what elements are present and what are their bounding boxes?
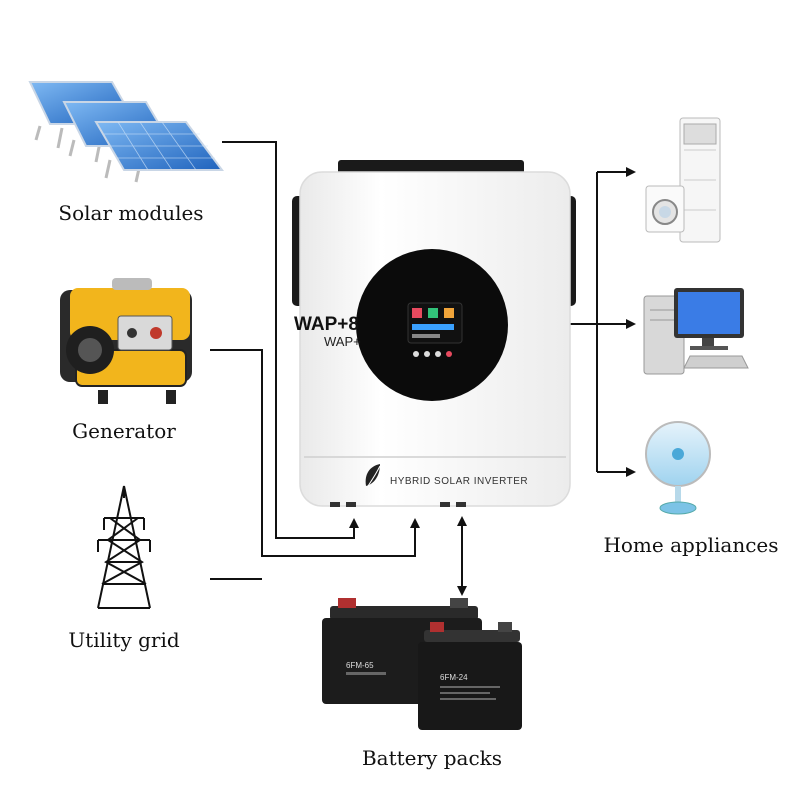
battery-model-1: 6FM-65: [346, 661, 374, 670]
leaf-logo-icon: [365, 464, 381, 487]
generator-line: [210, 349, 420, 557]
electric-fan-icon: [645, 421, 711, 515]
lcd-display-icon: [407, 302, 463, 357]
solar-line: [222, 141, 359, 539]
transmission-tower-icon: [97, 485, 151, 609]
source-label-grid: Utility grid: [68, 628, 180, 652]
outputs-label: Home appliances: [603, 533, 778, 557]
solar-panel-icon: [28, 81, 224, 183]
battery-label: Battery packs: [362, 746, 502, 770]
desktop-computer-icon: [643, 288, 749, 375]
inverter-model-sub: WAP+: [324, 334, 361, 349]
washing-machine-icon: [645, 185, 685, 233]
inverter-panel-text: HYBRID SOLAR INVERTER: [390, 476, 528, 487]
generator-icon: [60, 278, 192, 404]
battery-model-2: 6FM-24: [440, 673, 468, 682]
inverter-model-main: WAP+8: [294, 314, 359, 335]
connection-lines: [210, 141, 636, 596]
source-label-solar: Solar modules: [58, 201, 203, 225]
air-conditioner-icon: [679, 117, 721, 243]
battery-pack-small: 6FM-24: [418, 622, 522, 730]
source-label-generator: Generator: [72, 419, 176, 443]
inverter-unit: HYBRID SOLAR INVERTER WAP+8 WAP+: [292, 160, 576, 507]
